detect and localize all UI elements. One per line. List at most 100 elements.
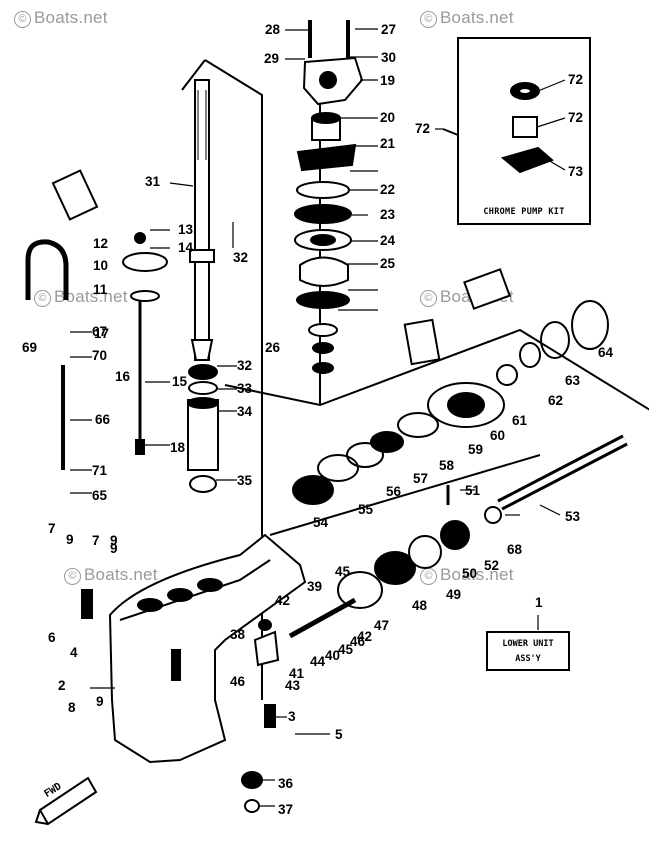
chrome-pump-kit-title: CHROME PUMP KIT [483,207,565,217]
callout-54: 54 [313,515,329,530]
callout-57: 57 [413,471,428,486]
drawing-lines [25,20,649,826]
lower-unit-housing [108,533,307,764]
callout-62: 62 [548,393,563,408]
callout-38: 38 [230,627,246,642]
callout-23: 23 [380,207,396,222]
callout-72: 72 [415,121,430,136]
fwd-arrow-icon [38,776,98,826]
callout-4: 4 [70,645,78,660]
callout-15: 15 [172,374,188,389]
callout-6: 6 [48,630,56,645]
callout-67: 67 [92,324,107,339]
copyright-icon: © [14,11,31,28]
callout-45: 45 [338,642,354,657]
water-pump-stack [294,20,364,374]
callout-33: 33 [237,381,253,396]
drive-shaft [189,79,215,361]
callout-60: 60 [490,428,505,443]
watermark-bottom-left: ©Boats.net [64,565,158,585]
lower-unit-line2: ASS'Y [515,654,541,664]
callout-73: 73 [568,164,584,179]
callout-42: 42 [275,593,290,608]
callout-64: 64 [598,345,614,360]
callout-61: 61 [512,413,528,428]
callout-70: 70 [92,348,107,363]
callout-35: 35 [237,473,253,488]
callout-46: 46 [350,634,366,649]
callout-69: 69 [22,340,37,355]
callout-20: 20 [380,110,395,125]
callout-9: 9 [110,533,118,548]
callout-49: 49 [446,587,461,602]
propeller-shaft [497,434,628,511]
bearing-35 [188,364,218,380]
callout-59: 59 [468,442,483,457]
callout-71: 71 [92,463,108,478]
callout-18: 18 [170,440,186,455]
callout-24: 24 [380,233,396,248]
callout-45: 45 [335,564,351,579]
callout-29: 29 [264,51,279,66]
callout-17: 17 [94,326,109,341]
callout-12: 12 [93,236,108,251]
callout-41: 41 [289,666,305,681]
callout-7: 7 [92,533,100,548]
callout-8: 8 [68,700,76,715]
callout-56: 56 [386,484,402,499]
callout-10: 10 [93,258,108,273]
callout-68: 68 [507,542,523,557]
callout-9: 9 [66,532,74,547]
callout-39: 39 [307,579,322,594]
callout-46: 46 [230,674,246,689]
callout-32: 32 [237,358,252,373]
callout-53: 53 [565,509,581,524]
callout-13: 13 [178,222,194,237]
callout-48: 48 [412,598,428,613]
callout-32: 32 [233,250,248,265]
callout-11: 11 [93,282,108,297]
callout-9: 9 [96,694,104,709]
callout-7: 7 [48,521,56,536]
callout-3: 3 [288,709,296,724]
callout-31: 31 [145,174,161,189]
callout-16: 16 [115,369,131,384]
callout-26: 26 [265,340,281,355]
callout-37: 37 [278,802,293,817]
kit-item-75 [512,116,538,138]
callout-21: 21 [380,136,396,151]
callout-34: 34 [237,404,253,419]
watermark-top-right: ©Boats.net [420,8,514,28]
callout-72: 72 [568,72,583,87]
callout-5: 5 [335,727,343,742]
copyright-icon: © [34,290,51,307]
copyright-icon: © [420,290,437,307]
callout-63: 63 [565,373,581,388]
callout-9: 9 [110,541,118,556]
watermark-top-left: ©Boats.net [14,8,108,28]
lower-unit-assy-box: LOWER UNIT ASS'Y [486,631,570,671]
callout-65: 65 [92,488,108,503]
ring-67 [571,300,609,350]
callout-43: 43 [285,678,301,693]
bearing-38 [189,475,217,493]
callout-14: 14 [178,240,194,255]
callout-66: 66 [95,412,111,427]
callout-47: 47 [374,618,389,633]
callout-25: 25 [380,256,396,271]
callout-27: 27 [381,22,396,37]
callout-19: 19 [380,73,395,88]
copyright-icon: © [64,568,81,585]
kit-item-76 [500,146,554,174]
callout-51: 51 [465,483,481,498]
callout-40: 40 [325,648,340,663]
callout-50: 50 [462,566,477,581]
washer-36 [188,381,218,395]
callout-30: 30 [381,50,396,65]
watermark-mid-left: ©Boats.net [34,287,128,307]
shift-lever [25,239,69,300]
callout-2: 2 [58,678,66,693]
